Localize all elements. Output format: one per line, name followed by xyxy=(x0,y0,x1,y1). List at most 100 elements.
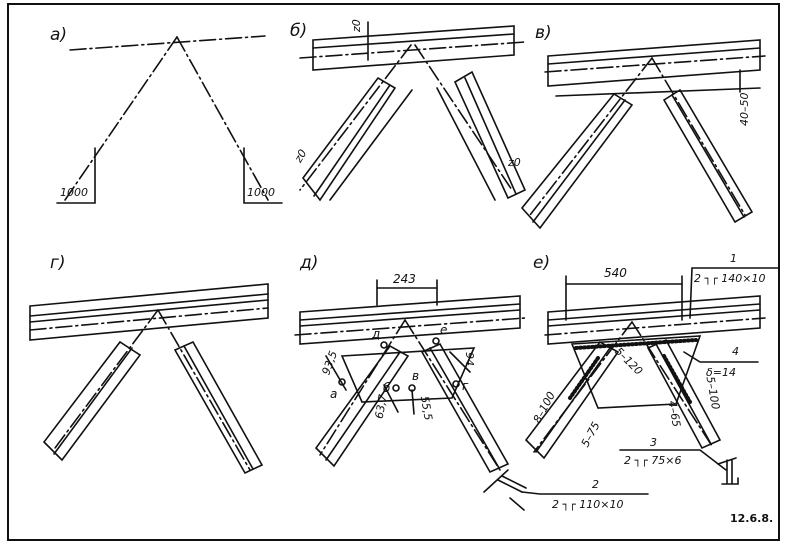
chord-angle xyxy=(29,283,269,341)
drawing-frame xyxy=(7,3,780,541)
chord-flange-line xyxy=(312,33,515,49)
point-g-marker xyxy=(452,380,460,388)
panel-e: е) 540 1 2 ┐┌ 140×10 4 δ=14 5–120 8–100 … xyxy=(483,252,779,511)
weld-5-100: 5–100 xyxy=(704,375,723,410)
chord-flange-line xyxy=(299,303,521,321)
gusset-plate xyxy=(340,347,476,403)
leader-3 xyxy=(619,449,727,471)
brace-axis-right xyxy=(651,57,746,216)
chord-axis xyxy=(29,307,269,331)
left-brace-flange xyxy=(313,84,391,197)
callout-2-section: 2 ┐┌ 110×10 xyxy=(552,498,623,511)
chord-angle xyxy=(547,295,761,345)
chord-axis xyxy=(299,41,526,59)
dim-94-label: 94 xyxy=(463,352,476,366)
weld-5-75: 5–75 xyxy=(579,420,603,450)
left-brace-flange xyxy=(325,351,401,461)
point-g-label: г xyxy=(462,379,469,393)
clearance-line xyxy=(555,87,761,97)
brace-axis-left xyxy=(533,321,633,453)
dim-94-line xyxy=(449,351,471,373)
dim-540-label: 540 xyxy=(604,266,627,280)
brace-axis-right xyxy=(176,36,269,201)
left-brace-weld xyxy=(568,356,600,400)
right-brace xyxy=(173,340,264,475)
callout-2-number: 2 xyxy=(592,478,599,491)
panel-d: д) 243 93,5 94 63,7 55,5 а xyxy=(294,253,526,474)
leader-1 xyxy=(689,267,779,319)
point-e-label: е xyxy=(440,323,447,337)
panel-a: а) 1000 1000 xyxy=(50,25,283,204)
leader-4 xyxy=(683,351,759,363)
callout-3-number: 3 xyxy=(650,436,657,449)
brace-axis-right xyxy=(157,309,251,471)
chord-flange-line xyxy=(547,47,761,65)
chord-flange-line-2 xyxy=(29,299,269,323)
brace-axis-left xyxy=(64,36,178,201)
chord-flange-line-2 xyxy=(299,309,521,327)
panel-d-letter: д) xyxy=(299,253,318,273)
z0-right-label: z0 xyxy=(507,156,521,169)
slope-triangle-left xyxy=(56,147,96,204)
chord-axis xyxy=(69,35,266,51)
panel-b-letter: б) xyxy=(290,21,307,41)
panel-a-letter: а) xyxy=(50,25,67,45)
left-brace xyxy=(524,340,620,460)
right-brace-weld xyxy=(662,354,692,404)
dim-55-line xyxy=(411,389,415,415)
figure-number: 12.6.8. xyxy=(730,512,773,525)
weld-8-100: 8–100 xyxy=(531,390,558,426)
slope-right-label: 1000 xyxy=(247,186,275,199)
right-brace-flange xyxy=(671,94,745,218)
panel-g-letter: г) xyxy=(50,253,66,273)
point-e-marker xyxy=(432,337,440,345)
brace-axis-right xyxy=(404,319,501,471)
right-brace xyxy=(662,88,754,224)
point-d-marker xyxy=(380,341,388,349)
weld-5-120: 5–120 xyxy=(612,345,645,378)
left-brace xyxy=(314,344,410,468)
callout-4-thickness: δ=14 xyxy=(706,366,736,379)
dim-63-line xyxy=(383,384,399,413)
callout-1-number: 1 xyxy=(730,252,737,265)
point-a-label: а xyxy=(330,387,337,401)
right-brace-axis xyxy=(414,44,513,191)
dim-55-label: 55,5 xyxy=(418,395,435,421)
callout-1-section: 2 ┐┌ 140×10 xyxy=(694,272,765,285)
leader-2 xyxy=(521,491,649,495)
dim-93-line xyxy=(325,355,347,391)
right-brace-flange xyxy=(183,345,254,470)
slope-triangle-right xyxy=(243,147,283,204)
left-brace-flange xyxy=(53,347,133,455)
dim-243-label: 243 xyxy=(393,272,416,286)
chord-flange-line xyxy=(29,293,269,317)
brace-axis-left xyxy=(529,57,653,216)
panel-g: г) xyxy=(29,253,269,475)
point-d-label: д xyxy=(371,327,380,341)
callout-3-section: 2 ┐┌ 75×6 xyxy=(624,454,681,467)
brace-axis-right xyxy=(631,321,713,447)
panel-v: в) 40–50 xyxy=(520,23,766,230)
callout-4-number: 4 xyxy=(732,345,739,358)
right-brace-flange xyxy=(464,77,517,195)
left-brace xyxy=(42,340,142,462)
chord-angle xyxy=(312,25,515,71)
chord-flange-line-2 xyxy=(547,309,761,327)
section-symbol-left xyxy=(483,469,527,511)
brace-axis-left xyxy=(54,309,159,449)
right-brace xyxy=(420,342,510,474)
right-brace xyxy=(453,70,527,200)
right-brace-flange xyxy=(429,347,500,469)
dim-63-label: 63,7 xyxy=(373,393,390,419)
chord-axis xyxy=(544,317,766,336)
weld-4-65: 4–65 xyxy=(666,400,683,428)
dim-93-label: 93,5 xyxy=(320,349,341,376)
z0-top-label: z0 xyxy=(350,19,363,33)
left-brace-flange xyxy=(532,99,626,223)
chord-flange-line xyxy=(547,303,761,321)
chord-angle xyxy=(547,39,761,87)
point-v-label: в xyxy=(412,369,419,383)
point-b-label: б xyxy=(383,381,391,395)
right-brace xyxy=(646,338,722,450)
